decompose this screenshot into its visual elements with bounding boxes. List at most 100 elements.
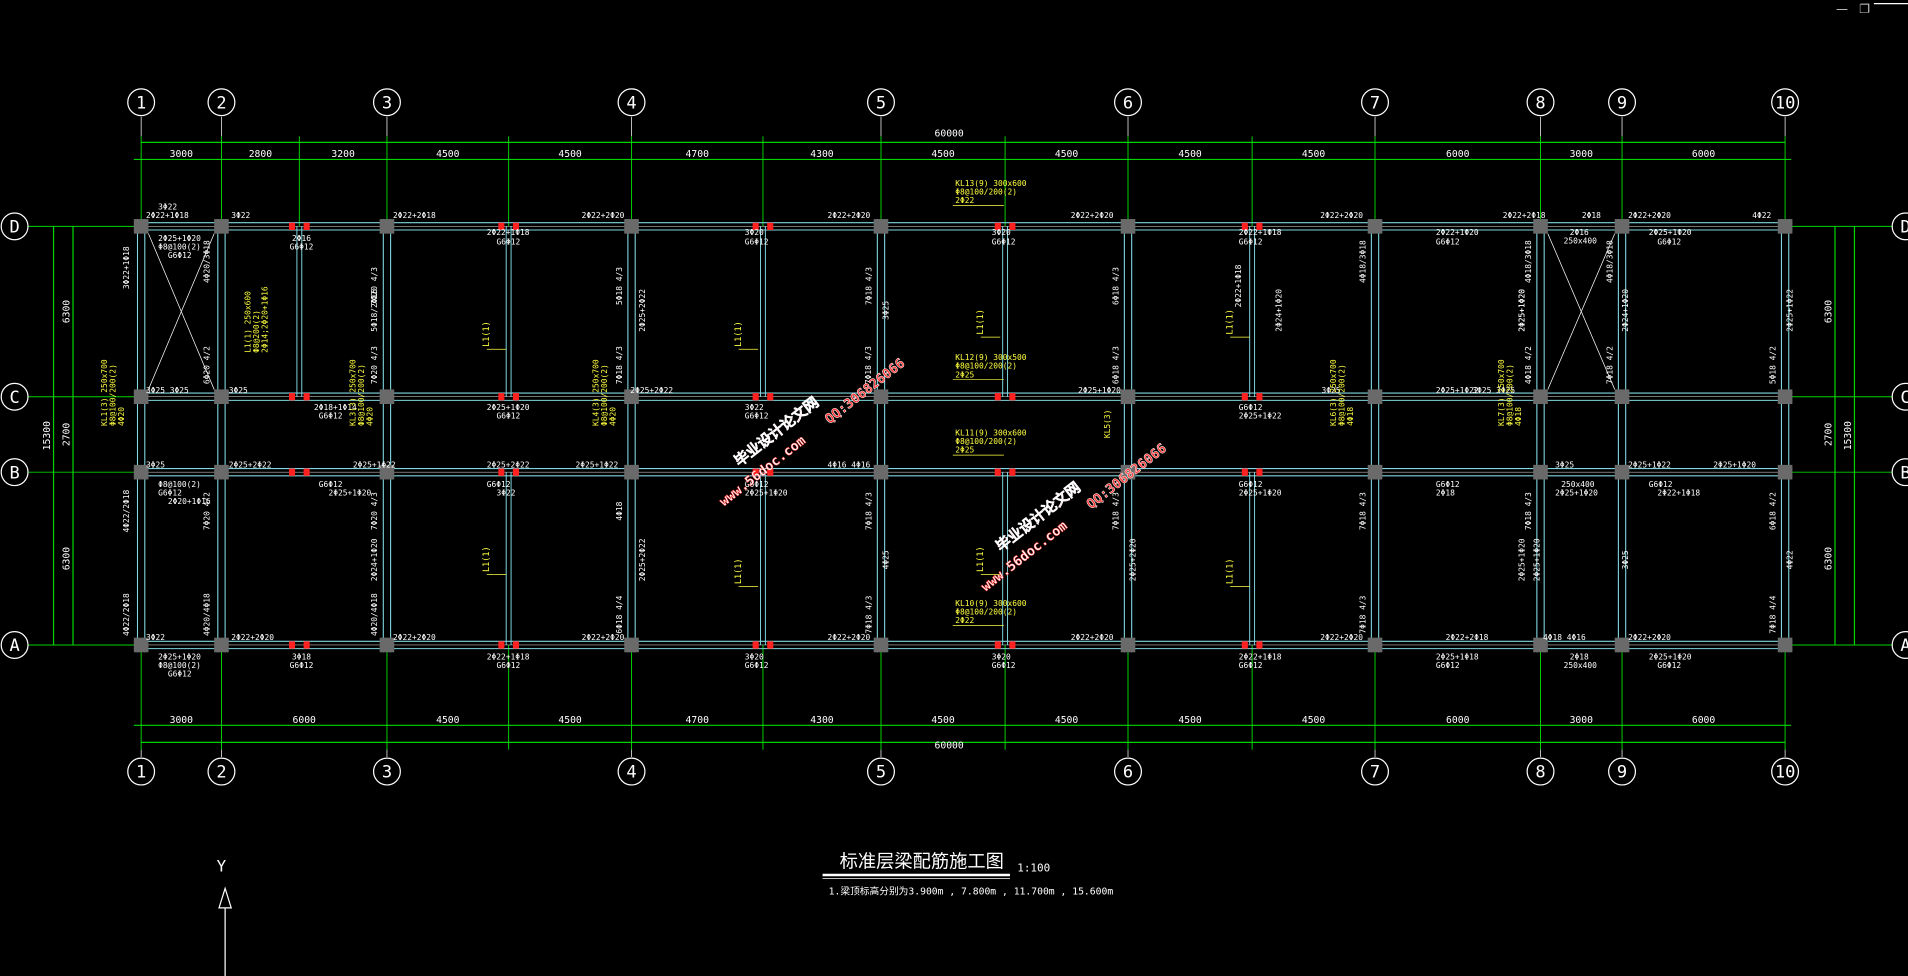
reinforcement-label: 2Φ22+2Φ20	[1628, 633, 1671, 642]
reinforcement-label: 2Φ20+1Φ16	[168, 497, 211, 506]
reinforcement-label: 3Φ22	[146, 633, 165, 642]
title-main: 标准层梁配筋施工图	[840, 852, 1004, 873]
reinforcement-label: G6Φ12	[496, 238, 520, 247]
dim-top-segment: 3000	[170, 149, 194, 160]
reinforcement-label: G6Φ12	[745, 480, 769, 489]
dim-bottom-segment: 6000	[293, 715, 317, 726]
stirrup-joint-marker	[288, 393, 296, 401]
axis-bubble-C	[0, 382, 29, 411]
reinforcement-label: Φ8@100(2)	[158, 661, 201, 670]
axis-label-D: D	[9, 217, 19, 237]
axis-bubble-5	[866, 757, 895, 786]
reinforcement-label: G6Φ12	[168, 670, 192, 679]
reinforcement-label-vertical: 2Φ25+1Φ20	[1518, 289, 1527, 332]
column	[1533, 389, 1548, 405]
reinforcement-label: 3Φ20	[745, 653, 764, 662]
dim-bottom-segment: 4500	[1178, 715, 1202, 726]
reinforcement-label-vertical: 4Φ22	[1785, 550, 1794, 569]
reinforcement-label: 3Φ22	[158, 202, 177, 211]
beam-label-name: KL5(3)	[1103, 410, 1112, 439]
annotation-layer: 3Φ222Φ22+1Φ182Φ25+1Φ20Φ8@100(2)G6Φ123Φ22…	[100, 179, 1794, 679]
axis-label-7: 7	[1370, 93, 1380, 113]
axis-label-C: C	[1900, 388, 1908, 408]
reinforcement-label: 2Φ22+1Φ18	[146, 211, 189, 220]
reinforcement-label: 250x400	[1564, 661, 1598, 670]
reinforcement-label-vertical: 2Φ25+2Φ20	[1128, 538, 1137, 581]
beam-label-name: KL3(3) 250x700	[348, 359, 357, 426]
reinforcement-label: 2Φ22+2Φ18	[393, 211, 436, 220]
dim-side-segment: 2700	[1823, 423, 1834, 447]
reinforcement-label-vertical: 4Φ18 4/2	[1524, 346, 1533, 384]
reinforcement-label-vertical: 2Φ24+1Φ20	[370, 538, 379, 581]
column	[1120, 464, 1136, 480]
reinforcement-label-vertical: 4Φ18/3Φ18	[1605, 240, 1614, 283]
reinforcement-label-vertical: 3Φ22+1Φ18	[122, 246, 131, 289]
stirrup-joint-marker	[767, 222, 774, 231]
restore-button[interactable]: ❐	[1859, 2, 1870, 16]
column	[624, 389, 639, 405]
reinforcement-label: 250x400	[1564, 236, 1598, 245]
beam-label-detail: 2Φ22	[955, 616, 974, 625]
reinforcement-label-vertical: 7Φ18 4/3	[864, 267, 873, 305]
dim-bottom-segment: 4700	[686, 715, 710, 726]
beam-label-name: KL10(9) 300x600	[955, 599, 1027, 608]
reinforcement-label: 2Φ22+2Φ20	[231, 633, 274, 642]
reinforcement-label-vertical: 2Φ25+1Φ20	[1518, 289, 1527, 332]
axis-bubble-B	[0, 458, 29, 487]
axis-bubble-A	[1891, 630, 1908, 659]
reinforcement-label: G6Φ12	[168, 251, 192, 260]
column	[1120, 389, 1136, 405]
reinforcement-label: 2Φ22+2Φ20	[1320, 633, 1363, 642]
dim-bottom-segment: 3000	[1570, 715, 1594, 726]
reinforcement-label-vertical: 3Φ25	[1621, 550, 1630, 569]
reinforcement-label: 2Φ25+2Φ22	[487, 460, 530, 469]
reinforcement-label-vertical: 3Φ25	[881, 301, 890, 320]
beam-label-detail: 4Φ18	[1346, 407, 1355, 426]
reinforcement-label: 2Φ25+1Φ20	[1649, 653, 1692, 662]
stirrup-joint-marker	[994, 393, 1001, 401]
reinforcement-label-vertical: 5Φ18 4/2	[1768, 346, 1777, 384]
stirrup-joint-marker	[1256, 222, 1263, 231]
dim-side-segment: 6300	[61, 547, 72, 571]
reinforcement-label: 2Φ18	[1582, 211, 1601, 220]
dim-top-segment: 4500	[931, 149, 955, 160]
reinforcement-label: 3Φ25 3Φ25	[146, 386, 189, 395]
axis-label-6: 6	[1123, 93, 1133, 113]
stirrup-joint-marker	[1241, 641, 1248, 649]
beam-label-name: KL12(9) 300x500	[955, 353, 1027, 362]
reinforcement-label: 2Φ25+1Φ20	[158, 234, 201, 243]
reinforcement-label: 2Φ22+1Φ18	[487, 653, 530, 662]
beam-label-detail: Φ8@100/200(2)	[600, 364, 609, 426]
reinforcement-label: 2Φ22+2Φ20	[1071, 211, 1114, 220]
column	[214, 219, 229, 234]
reinforcement-label: 2Φ25+1Φ20	[1078, 386, 1121, 395]
reinforcement-label: 3Φ22	[496, 488, 515, 497]
column	[379, 464, 395, 480]
reinforcement-label-vertical: 7Φ18 4/3	[1358, 492, 1367, 530]
reinforcement-label: 2Φ25+1Φ20	[1649, 228, 1692, 237]
reinforcement-label: 3Φ25	[1555, 460, 1574, 469]
axis-label-2: 2	[216, 93, 226, 113]
beam-label-detail: 4Φ20	[609, 407, 618, 426]
dim-top-segment: 2800	[249, 149, 273, 160]
dim-side-segment: 6300	[1823, 547, 1834, 571]
column	[133, 389, 149, 405]
beam-label-detail: Φ8@100/200(2)	[1338, 364, 1347, 426]
reinforcement-label: G6Φ12	[1239, 238, 1263, 247]
stirrup-joint-marker	[752, 222, 759, 231]
beam-label-name: KL13(9) 300x600	[955, 179, 1027, 188]
dim-bottom-segment: 3000	[170, 715, 194, 726]
minimize-button[interactable]: —	[1836, 2, 1848, 16]
reinforcement-label: 2Φ25+1Φ22	[1628, 460, 1671, 469]
dim-top-total: 60000	[935, 128, 964, 139]
reinforcement-label-vertical: 4Φ18/3Φ18	[1358, 240, 1367, 283]
beam-label-name: KL1(3) 250x700	[100, 359, 109, 426]
reinforcement-label: 3Φ18	[292, 653, 311, 662]
axis-bubble-2	[207, 88, 236, 117]
dim-bottom-segment: 4500	[931, 715, 955, 726]
beam-label-name: KL7(3) 250x700	[1497, 359, 1506, 426]
reinforcement-label: G6Φ12	[158, 488, 182, 497]
reinforcement-label-vertical: 6Φ18 4/4	[615, 595, 624, 633]
